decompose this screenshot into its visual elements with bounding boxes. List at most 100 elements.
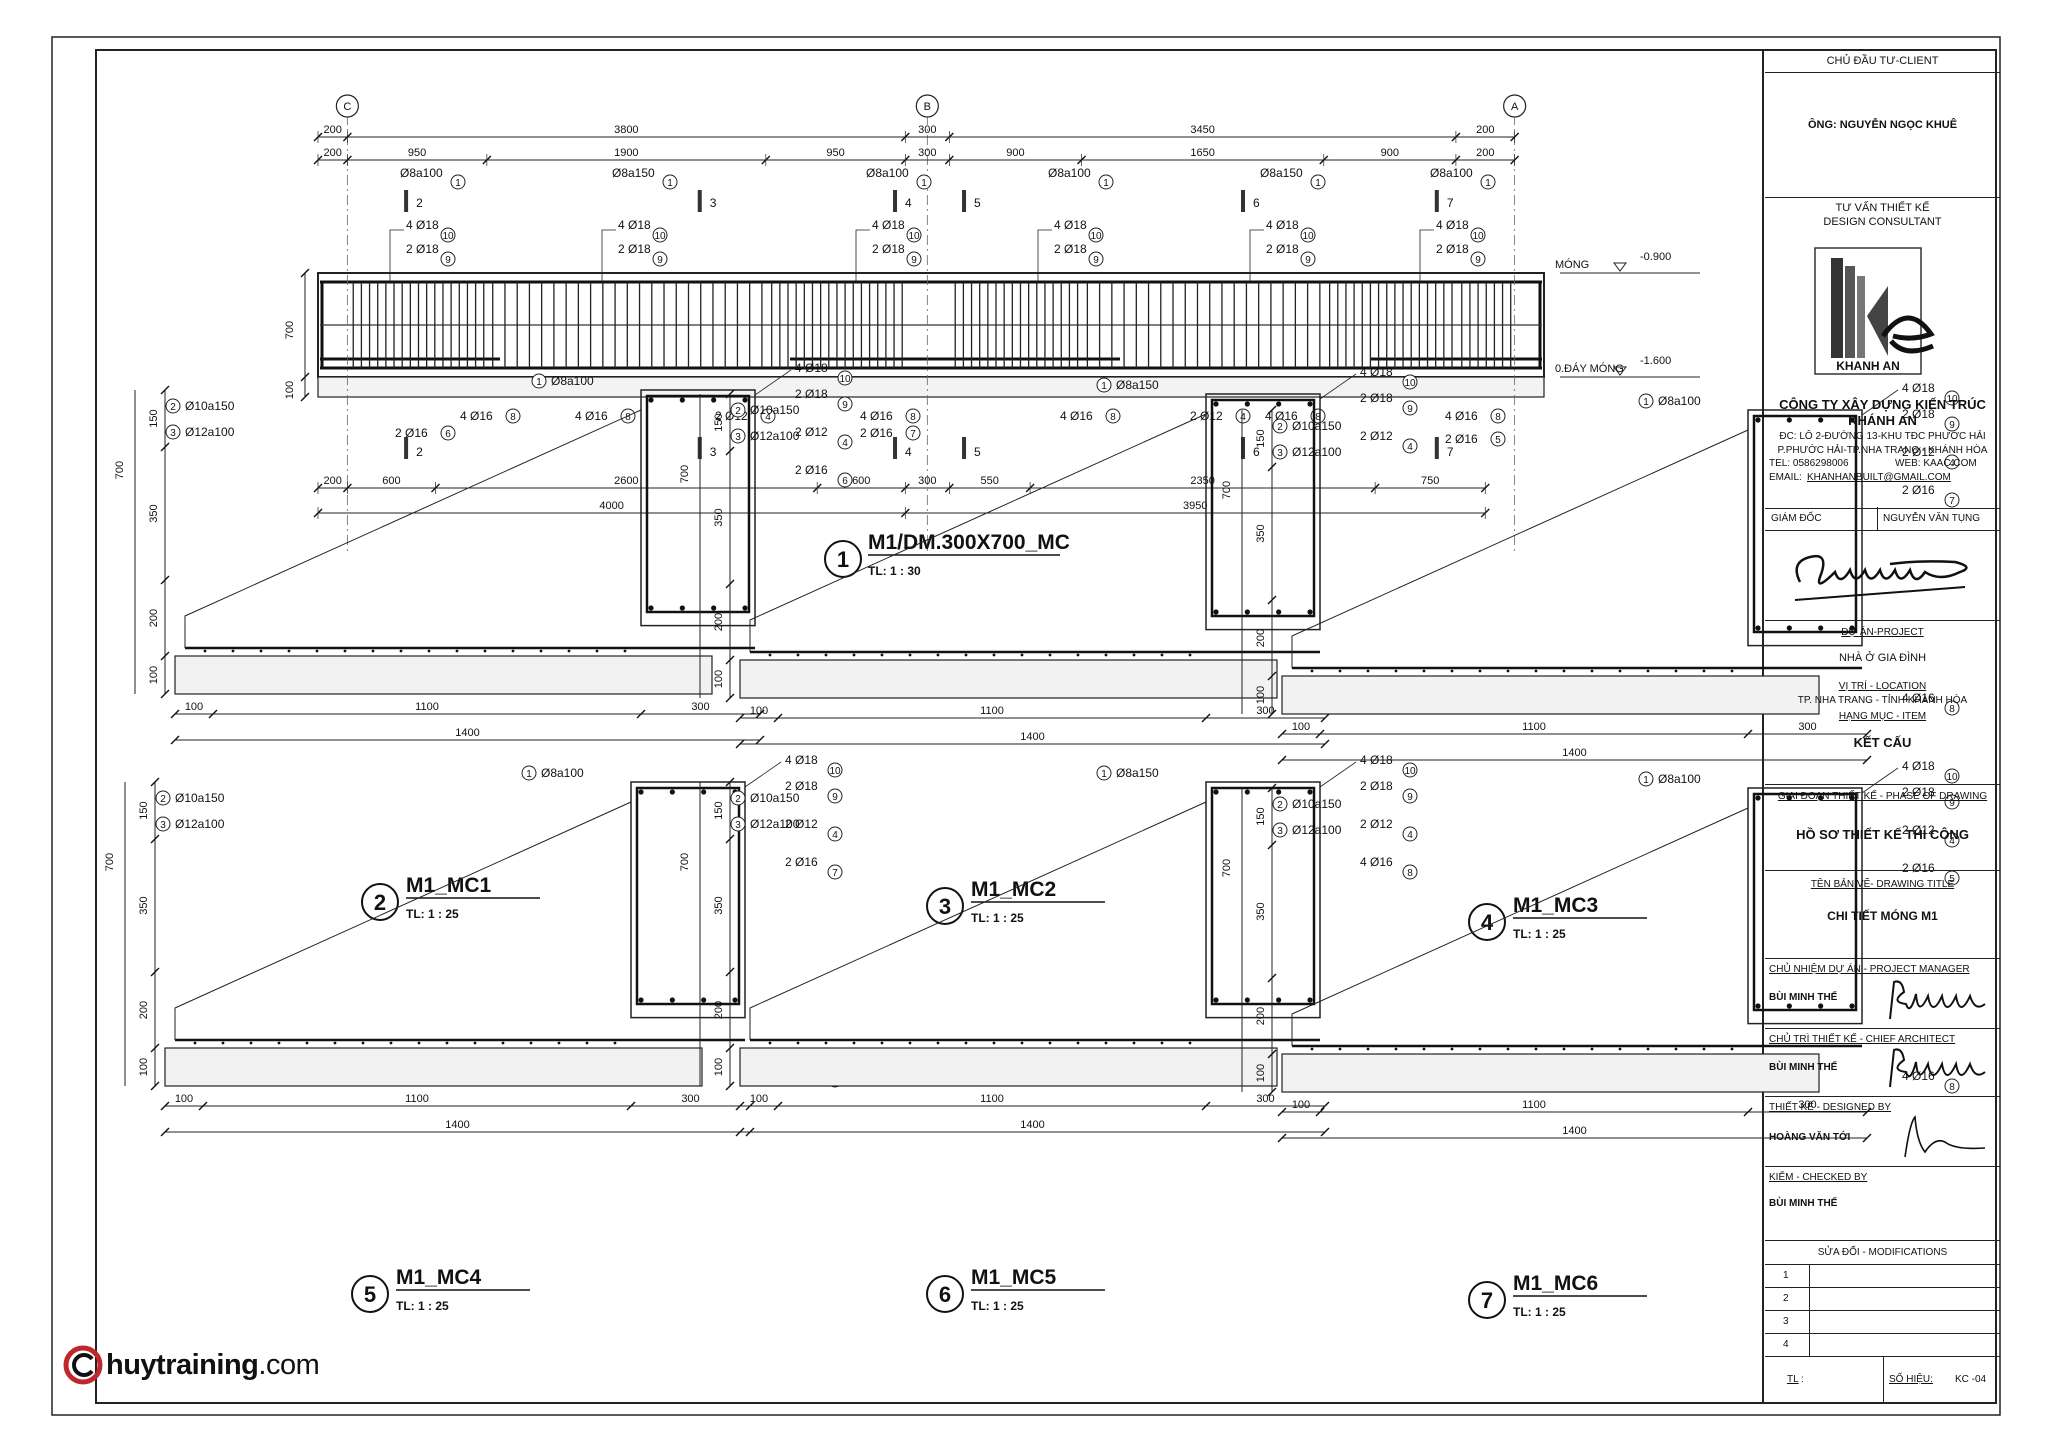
width-dim-value: 1100	[1522, 721, 1546, 733]
rebar-dot	[648, 605, 654, 611]
haunch-outline	[174, 801, 632, 1040]
section-number: 7	[1481, 1288, 1493, 1313]
dim-tick	[725, 655, 735, 665]
rebar-dot	[1818, 625, 1824, 631]
rebar-number: 9	[1949, 798, 1955, 809]
section-cut-mark	[404, 437, 409, 459]
leader	[1419, 229, 1434, 282]
rebar-marker	[1944, 832, 1960, 848]
designer-signature	[1904, 1115, 1986, 1158]
rebar-number: 8	[1949, 704, 1955, 715]
section-cut-mark	[893, 437, 898, 459]
title-bubble	[361, 883, 399, 921]
rebar-number: 8	[510, 412, 516, 423]
rebar-dot	[796, 1041, 800, 1045]
rebar-dot	[1188, 1041, 1192, 1045]
beam-section	[1747, 409, 1863, 647]
bottom-dim-value: 600	[852, 475, 870, 487]
section-title: M1_MC2	[971, 878, 1056, 901]
lean-concrete	[739, 1047, 1278, 1087]
dim-tick	[300, 268, 310, 278]
rebar-number: 3	[735, 820, 741, 831]
rebar-dot	[361, 1041, 365, 1045]
company-address-1: ĐC: LÔ 2-ĐƯỜNG 13-KHU TĐC PHƯỚC HẢI	[1779, 431, 1986, 442]
rebar-label: 2 Ø18	[1360, 391, 1393, 405]
rebar-number: 7	[832, 868, 838, 879]
stirrup	[645, 394, 751, 614]
height-dim-value: 150	[713, 413, 725, 431]
height-dim-value: 700	[1221, 859, 1233, 877]
dim-tick	[1267, 1049, 1277, 1059]
dim-tick	[1862, 1133, 1872, 1143]
rebar-label: 2 Ø18	[1266, 242, 1299, 256]
dim-tick	[150, 1081, 160, 1091]
beam-section	[1747, 787, 1863, 1025]
dim-tick	[1743, 1107, 1753, 1117]
rebar-label: 2 Ø18	[872, 242, 905, 256]
scale-colon: :	[1801, 1374, 1804, 1385]
haunch-outline	[749, 413, 1207, 652]
rebar-dot	[1310, 669, 1314, 673]
rebar-number: 10	[829, 766, 841, 777]
section-cut-label: 2	[416, 445, 423, 459]
rebar-dot	[1674, 669, 1678, 673]
rebar-marker	[1638, 393, 1654, 409]
section-number: 6	[939, 1282, 951, 1307]
rebar-number: 1	[1103, 178, 1109, 189]
width-dim-value: 1400	[1562, 1125, 1586, 1137]
rebar-number: 10	[1302, 231, 1314, 242]
rebar-dot	[648, 397, 654, 403]
rebar-number: 9	[1407, 404, 1413, 415]
rebar-number: 10	[1472, 231, 1484, 242]
lean-concrete	[1281, 675, 1820, 715]
top-dim-value: 200	[1476, 147, 1494, 159]
height-dim-value: 350	[713, 896, 725, 914]
rebar-label: 2 Ø18	[1902, 785, 1935, 799]
rebar-dot	[992, 1041, 996, 1045]
rebar-dot	[1818, 795, 1824, 801]
lean-concrete	[164, 1047, 703, 1087]
rebar-label: 2 Ø12	[785, 817, 818, 831]
rebar-marker	[1944, 454, 1960, 470]
height-dim-value: 200	[713, 1001, 725, 1019]
rebar-dot	[732, 997, 738, 1003]
rebar-marker	[1638, 771, 1654, 787]
rebar-dot	[623, 649, 627, 653]
rebar-label: 4 Ø18	[1360, 365, 1393, 379]
dim-tick	[735, 1101, 745, 1111]
rebar-number: 10	[839, 374, 851, 385]
rebar-dot	[1786, 1003, 1792, 1009]
section-cut-mark	[1434, 190, 1439, 212]
rebar-number: 9	[911, 255, 917, 266]
rebar-dot	[1394, 669, 1398, 673]
rebar-marker	[440, 227, 456, 243]
rebar-marker	[505, 408, 521, 424]
drawing-title-value: CHI TIẾT MÓNG M1	[1827, 909, 1938, 923]
rebar-label: 2 Ø18	[618, 242, 651, 256]
rebar-number: 7	[1949, 496, 1955, 507]
dim-tick	[160, 1101, 170, 1111]
rebar-dot	[585, 1041, 589, 1045]
top-dim-value: 3800	[614, 124, 638, 136]
height-dim-value: 350	[1255, 524, 1267, 542]
mod-row: 4	[1783, 1339, 1789, 1350]
height-dim-value: 100	[138, 1058, 150, 1076]
rebar-number: 8	[1407, 868, 1413, 879]
rebar-marker	[837, 434, 853, 450]
project-label: DỰ ÁN-PROJECT	[1841, 627, 1924, 638]
dim-tick	[1267, 973, 1277, 983]
rebar-dot	[1307, 609, 1313, 615]
rebar-dot	[1702, 669, 1706, 673]
width-dim-value: 300	[1798, 1099, 1816, 1111]
dim-tick	[1277, 1133, 1287, 1143]
stirrup-label: Ø8a100	[541, 766, 584, 780]
height-dim-value: 200	[1255, 1007, 1267, 1025]
rebar-marker	[837, 472, 853, 488]
width-dim-value: 100	[750, 705, 768, 717]
rebar-dot	[1506, 1047, 1510, 1051]
height-dim-value: 100	[713, 670, 725, 688]
section-number: 2	[374, 890, 386, 915]
width-dim-value: 300	[1798, 721, 1816, 733]
section-title: M1_MC4	[396, 1266, 482, 1289]
